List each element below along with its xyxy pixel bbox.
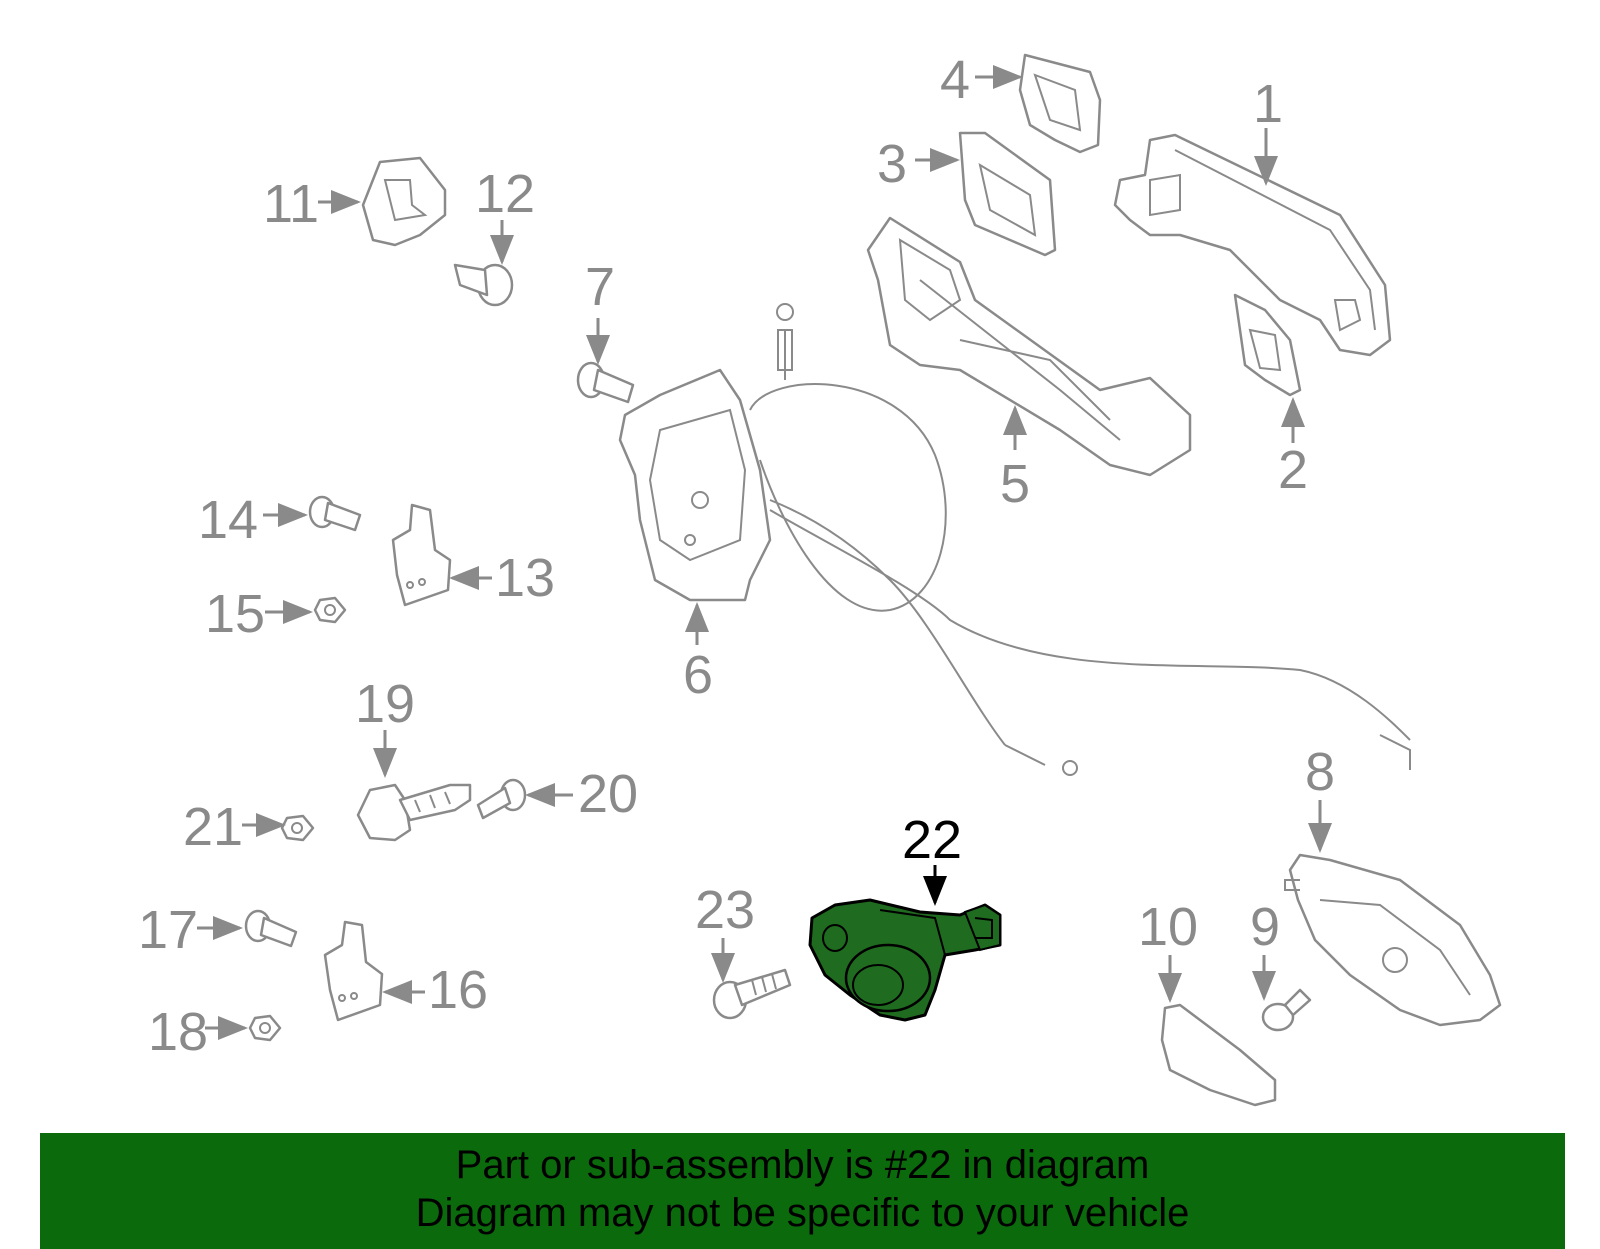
callout-16: 16: [382, 960, 488, 1020]
svg-text:2: 2: [1278, 440, 1308, 500]
callout-8: 8: [1305, 742, 1335, 853]
part-9-clip[interactable]: [1261, 988, 1312, 1032]
part-15-nut[interactable]: [313, 596, 347, 624]
callout-10: 10: [1138, 897, 1198, 1003]
callout-11: 11: [263, 174, 361, 234]
svg-text:4: 4: [940, 50, 970, 110]
svg-text:8: 8: [1305, 742, 1335, 802]
part-8-inside-handle[interactable]: [1284, 853, 1502, 1027]
part-10-trim[interactable]: [1160, 1003, 1277, 1107]
svg-text:14: 14: [198, 490, 258, 550]
svg-text:16: 16: [428, 960, 488, 1020]
banner-line-1: Part or sub-assembly is #22 in diagram: [455, 1143, 1150, 1187]
svg-text:11: 11: [263, 174, 319, 234]
part-11-striker[interactable]: [361, 156, 447, 247]
svg-text:22: 22: [902, 810, 962, 870]
part-16-bracket[interactable]: [323, 920, 384, 1022]
svg-text:5: 5: [1000, 454, 1030, 514]
svg-text:1: 1: [1253, 74, 1283, 134]
part-17-bolt[interactable]: [244, 909, 298, 948]
part-12-clip[interactable]: [453, 263, 514, 307]
part-4-lock-cap[interactable]: [1018, 53, 1102, 154]
svg-text:13: 13: [495, 548, 555, 608]
svg-text:23: 23: [695, 880, 755, 940]
svg-text:6: 6: [683, 645, 713, 705]
callout-15: 15: [205, 584, 313, 644]
part-3-gasket[interactable]: [958, 131, 1057, 257]
callout-23: 23: [695, 880, 755, 983]
callout-5: 5: [1000, 405, 1030, 514]
callout-17: 17: [138, 900, 243, 960]
callout-13: 13: [449, 548, 555, 608]
part-14-bolt[interactable]: [308, 495, 362, 532]
svg-text:7: 7: [585, 257, 615, 317]
part-1-outside-handle[interactable]: [1113, 133, 1392, 357]
callout-9: 9: [1250, 897, 1280, 1001]
svg-text:3: 3: [877, 134, 907, 194]
callout-7: 7: [585, 257, 615, 365]
part-22-highlighted[interactable]: [808, 898, 1002, 1022]
callout-22: 22: [902, 810, 962, 906]
callout-21: 21: [183, 797, 286, 857]
callout-18: 18: [148, 1002, 248, 1062]
part-5-handle-bracket[interactable]: [866, 216, 1192, 477]
svg-text:17: 17: [138, 900, 198, 960]
svg-text:18: 18: [148, 1002, 208, 1062]
part-6-door-latch[interactable]: [618, 303, 1411, 776]
callout-12: 12: [475, 164, 535, 265]
callout-2: 2: [1278, 397, 1308, 500]
svg-text:12: 12: [475, 164, 535, 224]
callout-6: 6: [683, 602, 713, 705]
callout-4: 4: [940, 50, 1023, 110]
callout-1: 1: [1253, 74, 1283, 186]
part-19-door-check[interactable]: [356, 783, 472, 842]
part-18-nut[interactable]: [248, 1014, 282, 1042]
svg-text:15: 15: [205, 584, 265, 644]
info-banner: Part or sub-assembly is #22 in diagram D…: [40, 1133, 1565, 1249]
svg-text:9: 9: [1250, 897, 1280, 957]
part-21-nut[interactable]: [280, 814, 315, 842]
svg-text:19: 19: [355, 674, 415, 734]
callout-20: 20: [525, 764, 638, 824]
part-20-bolt[interactable]: [476, 778, 527, 820]
svg-text:10: 10: [1138, 897, 1198, 957]
svg-text:21: 21: [183, 797, 243, 857]
part-13-bracket[interactable]: [391, 503, 452, 607]
part-2-handle-insert[interactable]: [1233, 293, 1302, 397]
svg-text:20: 20: [578, 764, 638, 824]
callout-3: 3: [877, 134, 960, 194]
callout-14: 14: [198, 490, 308, 550]
part-7-screw[interactable]: [576, 361, 635, 404]
part-23-bolt[interactable]: [712, 968, 792, 1020]
callout-19: 19: [355, 674, 415, 778]
banner-line-2: Diagram may not be specific to your vehi…: [415, 1191, 1190, 1235]
